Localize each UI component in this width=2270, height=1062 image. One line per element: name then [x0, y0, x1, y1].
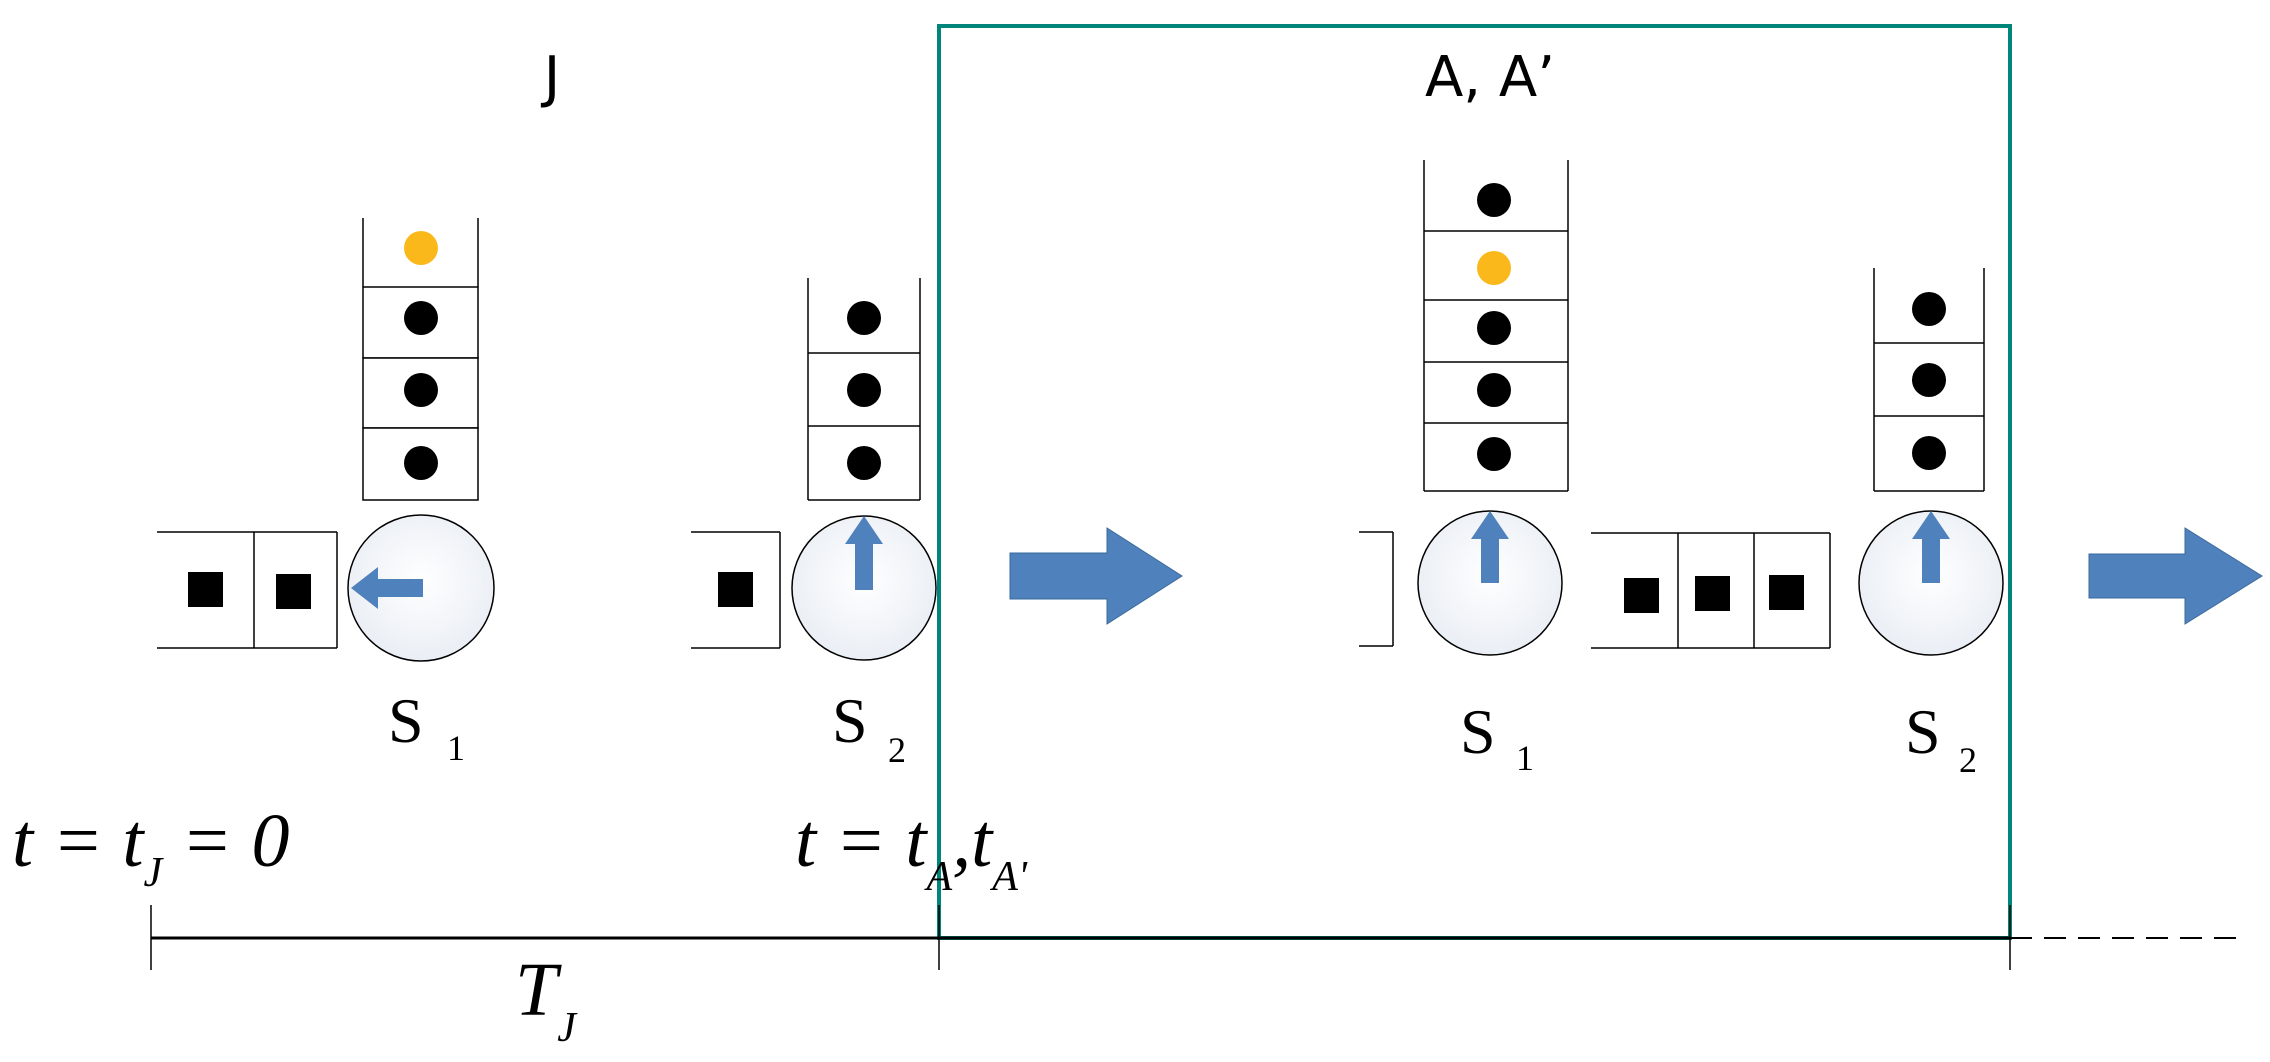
arrow-left-icon: [351, 567, 423, 609]
duration-label-tj: TJ: [515, 948, 578, 1051]
state-a-s2-label: S: [1905, 696, 1941, 767]
job-square: [276, 574, 311, 609]
state-a-s2-index: 2: [1959, 740, 1977, 780]
job-dot: [1477, 437, 1511, 471]
time-label-t0: t = tJ = 0: [12, 799, 289, 896]
state-j-s1-label: S: [388, 685, 424, 756]
transition-arrow-icon: [2088, 527, 2263, 625]
job-square: [718, 572, 753, 607]
job-dot: [1477, 373, 1511, 407]
state-a-s2-buffer: [1591, 532, 1831, 649]
state-j-s2-index: 2: [888, 730, 906, 770]
job-square: [188, 572, 223, 607]
state-j-s2-buffer: [691, 531, 781, 649]
job-dot: [847, 373, 881, 407]
job-dot: [1912, 363, 1946, 397]
state-a-s1-buffer: [1359, 531, 1394, 647]
priority-job-dot: [1477, 251, 1511, 285]
timeline: [150, 905, 2236, 970]
state-j-s1-buffer: [157, 531, 338, 649]
state-a-title: A, A’: [1425, 45, 1555, 110]
job-dot: [1912, 436, 1946, 470]
state-j-server-s2: [791, 515, 937, 661]
job-dot: [847, 301, 881, 335]
state-a-server-s2: [1858, 510, 2004, 656]
arrow-up-icon: [1471, 511, 1509, 583]
state-a-s1-label: S: [1460, 696, 1496, 767]
state-a-frame: [937, 24, 2012, 940]
job-dot: [1912, 292, 1946, 326]
job-dot: [404, 301, 438, 335]
state-j-s1-queue: [362, 218, 479, 501]
priority-job-dot: [404, 231, 438, 265]
state-j-s2-queue: [807, 278, 921, 501]
state-j-server-s1: [347, 514, 495, 662]
job-square: [1769, 575, 1804, 610]
state-a-s2-queue: [1873, 268, 1985, 492]
job-square: [1624, 578, 1659, 613]
job-dot: [404, 446, 438, 480]
state-a-s1-index: 1: [1516, 738, 1534, 778]
job-dot: [1477, 311, 1511, 345]
time-label-ta: t = tA,tA': [795, 799, 1028, 900]
arrow-up-icon: [1912, 511, 1950, 583]
job-square: [1695, 576, 1730, 611]
job-dot: [1477, 183, 1511, 217]
state-j-title: J: [541, 45, 561, 110]
state-j-s1-index: 1: [447, 728, 465, 768]
state-a-s1-queue: [1423, 160, 1569, 492]
transition-arrow-icon: [1009, 527, 1183, 625]
arrow-up-icon: [845, 516, 883, 590]
job-dot: [404, 373, 438, 407]
state-j-s2-label: S: [832, 685, 868, 756]
state-a-server-s1: [1417, 510, 1563, 656]
job-dot: [847, 446, 881, 480]
